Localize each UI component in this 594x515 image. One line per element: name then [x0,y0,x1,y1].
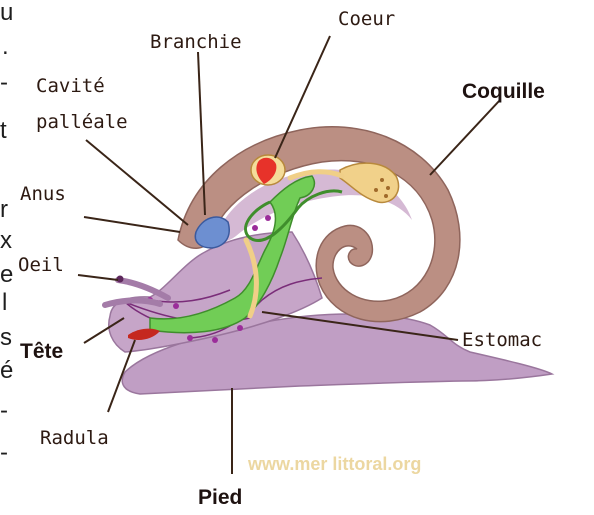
cropped-edge-text: u . - t r x e l s é - - [0,0,13,466]
label-coquille: Coquille [462,80,545,103]
edge-glyph: - [0,439,8,466]
edge-glyph: - [0,397,8,424]
edge-glyph: r [0,196,8,223]
leader-cavite [86,140,188,225]
label-radula: Radula [40,427,109,449]
label-cavite-2: palléale [36,111,128,133]
label-branchie: Branchie [150,31,242,53]
label-cavite-1: Cavité [36,75,105,97]
edge-glyph: s [0,324,12,351]
edge-glyph: x [0,227,12,254]
label-tete: Tête [20,340,63,363]
edge-glyph: . [2,33,9,60]
watermark-text: www.mer littoral.org [247,454,421,474]
edge-glyph: t [0,117,7,144]
edge-glyph: u [0,0,13,26]
label-pied: Pied [198,486,242,509]
edge-glyph: - [0,69,8,96]
label-estomac: Estomac [462,329,542,351]
leader-oeil [78,275,118,280]
label-coeur: Coeur [338,8,395,30]
label-oeil: Oeil [18,254,64,276]
edge-glyph: e [0,261,13,288]
tentacles [105,280,168,305]
edge-glyph: é [0,357,13,384]
edge-glyph: l [2,289,7,316]
label-anus: Anus [20,183,66,205]
albumen-gland [340,163,399,202]
leader-anus [84,217,180,232]
leader-coquille [430,100,500,175]
